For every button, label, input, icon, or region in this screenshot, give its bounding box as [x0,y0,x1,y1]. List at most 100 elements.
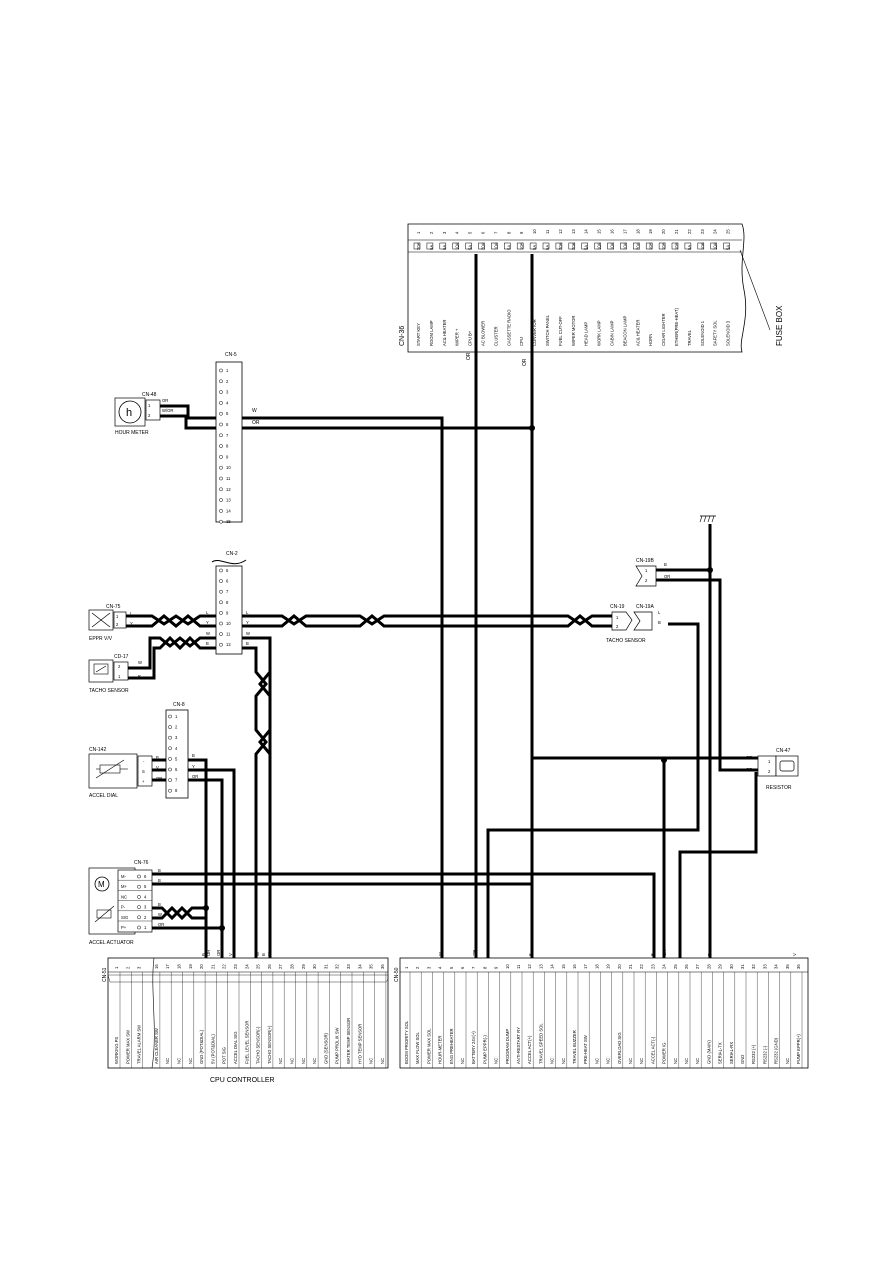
cn50-pin-number: 35 [785,964,790,969]
fuse-number: 15 [597,229,602,234]
cn50-pin-number: 18 [594,964,599,969]
fuse-slot [516,242,524,250]
fuse-number: 4 [455,231,460,234]
pin-socket [219,498,223,502]
cn50-pin-number: 23 [650,964,655,969]
cn50-pin-label: NC [639,1058,644,1064]
actuator-pin-name: M+ [121,884,127,889]
pin-socket [219,487,223,492]
cn50-pin-label: NC [594,1058,599,1064]
cn51-pin-number: 17 [165,964,170,969]
cn50-pin-number: 25 [673,964,678,969]
actuator-pin-number: 1 [144,925,147,930]
cn50-pin-number: 34 [774,964,779,969]
tacho-right-pin-2: 2 [616,624,619,629]
fuse-circuit-label: SOLENOID 1 [700,320,705,346]
actuator-pin-name: NC [121,894,127,899]
tacho-left-pin-2: 2 [118,664,121,669]
cn5-label: CN-5 [225,352,237,358]
cn8-pin-number: 4 [175,746,178,751]
cn50-pin-number: 4 [438,966,443,969]
cn51-pin-label: NC [188,1058,193,1064]
fuse-amperage: 10A [674,242,679,250]
fuse-circuit-label: CONVERTOR [532,319,537,346]
cn51-pin-label: WORKING PS [114,1037,119,1064]
cn5-pin-number: 2 [226,379,229,384]
fuse-number: 20 [661,229,666,234]
actuator-pin-number: 4 [144,894,147,899]
cn51-pin-label: TRAVEL ALARM SW [137,1025,142,1064]
eppr-valve: 1 2 CN-75 EPPR V/V L Y [88,604,133,642]
fuse-box-connector: CN-36 [399,326,406,346]
cn5-pin-number: 7 [226,433,229,438]
pin-socket [219,579,223,583]
pin-socket [137,874,141,879]
cn5-pin-number: 4 [226,400,229,405]
cn50-pin-number: 26 [684,964,689,969]
cn51-top-or1: OR [206,950,211,956]
pin-socket [219,411,223,416]
fuse-number: 6 [481,231,486,234]
fuse-amperage: 20A [558,242,563,250]
cn51-pin-number: 19 [188,964,193,969]
cn19b-label: CN-19B [636,558,654,564]
cn8-pin-number: 6 [175,767,178,772]
fuse-number: 2 [429,231,434,234]
wire-actuator-sig [152,905,206,921]
wire-actuator-m-minus [152,872,656,958]
fuse-slot [684,242,692,250]
cn50-pin-label: MAX FLOW SOL [415,1031,420,1064]
cn5-pin-number: 9 [226,454,229,459]
fuse-slot [723,242,730,250]
fuse-slot [710,242,717,250]
pin-socket [168,725,172,729]
cn51-pin-label: NC [301,1058,306,1064]
fuse-number: 3 [442,231,447,234]
fuse-amperage: 10A [455,242,460,250]
fuse-circuit-label: CIGAR LIGHTER [661,313,666,346]
hour-meter: h 1 2 CN-48 HOUR METER OR W/OR [114,392,173,436]
accel-actuator-title: ACCEL ACTUATOR [89,940,134,946]
cn51-pin-label: WATER TEMP SENSOR [346,1018,351,1064]
actuator-pin-name: M- [121,874,126,879]
cn51-pin-number: 26 [267,964,272,969]
wire-accel-dial-v [152,768,236,958]
cn5-pin-number: 6 [226,422,229,427]
fuse-circuit-label: CLUSTER [493,326,498,346]
cn51-pin-number: 34 [357,964,362,969]
pin-socket [219,632,223,636]
cn51-pin-label: TACHO SENSOR(-) [256,1026,261,1064]
fuse-number: 11 [545,229,550,234]
cn50-pin-label: NC [695,1058,700,1064]
cn2-pin-number: 11 [226,632,231,637]
tacho-right-wire-l: L [658,610,661,615]
cn51-pin-number: 35 [369,964,374,969]
pin-socket [168,788,172,793]
fuse-number: 9 [519,231,524,234]
cn5-pin-number: 14 [226,508,231,513]
pin-socket [137,895,141,899]
cn51-top-v: V [228,953,233,956]
fuse-amperage: 10A [493,242,498,250]
cn2-left-l: L [206,610,209,615]
tacho-sensor-left: 2 1 CD-17 TACHO SENSOR W B [88,654,142,694]
fuse-slot [491,242,498,250]
fuse-circuit-label: AC BLOWER [481,321,486,346]
cn50-pin-number: 24 [662,964,667,969]
cn8-pin-number: 3 [175,735,178,740]
cn50-pin-label: NC [550,1058,555,1064]
cn5-pin-number: 11 [226,476,231,481]
fuse-wire-label-2: OR [522,358,528,366]
fuse-amperage: 5A [442,245,447,250]
cn51-pin-label: NC [290,1058,295,1064]
wire-tacho-right-b [678,772,758,958]
accel-actuator-wire-4: W [158,912,162,917]
cn50-pin-label: NC [684,1058,689,1064]
fuse-slot [568,242,576,250]
cn50-pin-number: 20 [617,964,622,969]
hour-meter-wire-or: OR [162,398,168,403]
cn8-pin-number: 2 [175,725,178,730]
cn50-pin-label: ANTI-RESTART RY [516,1027,521,1064]
fuse-number: 18 [635,229,640,234]
